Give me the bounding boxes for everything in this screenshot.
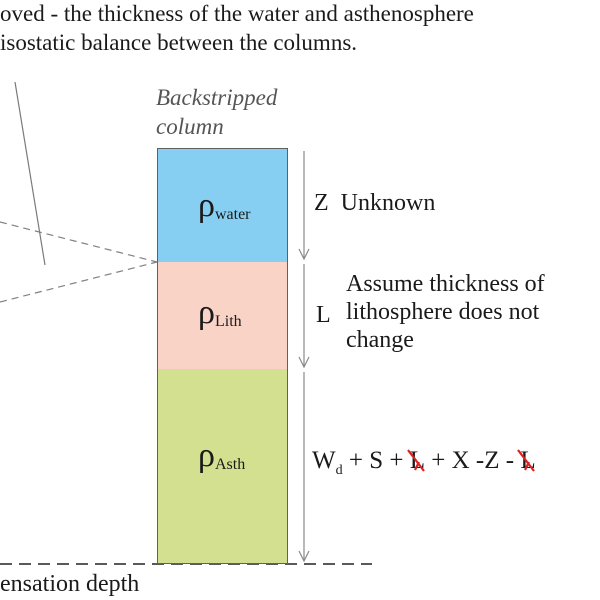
l-note-line-3: change <box>346 327 414 353</box>
strike-mark-icon <box>517 449 536 472</box>
intro-text-line-1: oved - the thickness of the water and as… <box>0 1 474 26</box>
rho-subscript: Asth <box>214 456 246 473</box>
water-density-label: ρwater <box>198 187 251 225</box>
z-label: Z Unknown <box>314 191 435 215</box>
asthenosphere-formula: Wd + S + L + X -Z - L <box>312 447 536 478</box>
water-layer: ρwater <box>157 148 288 263</box>
struck-l-2: L <box>517 447 536 475</box>
formula-part-2: + X -Z - <box>425 447 521 474</box>
lithosphere-layer: ρLith <box>157 262 288 370</box>
dashed-projection-lower <box>0 261 158 303</box>
l-note-line-2: lithosphere does not <box>346 299 540 325</box>
rho-symbol: ρ <box>198 187 215 224</box>
l-symbol: L <box>316 302 331 328</box>
z-note: Unknown <box>340 190 436 216</box>
asthenosphere-layer: ρAsth <box>157 369 288 564</box>
l-note-line-1: Assume thickness of <box>346 271 545 297</box>
rho-subscript: water <box>214 206 251 223</box>
l-note: Assume thickness of lithosphere does not… <box>346 270 545 354</box>
struck-l-1: L <box>406 447 425 475</box>
l-thickness-arrow <box>298 264 310 369</box>
asth-thickness-arrow <box>298 372 310 563</box>
intro-text-line-2: isostatic balance between the columns. <box>0 30 358 55</box>
rho-subscript: Lith <box>214 313 242 330</box>
compensation-depth-label: ensation depth <box>0 571 140 597</box>
rho-symbol: ρ <box>198 294 215 331</box>
formula-w-subscript: d <box>335 463 343 478</box>
z-thickness-arrow <box>298 151 310 261</box>
z-symbol: Z <box>314 190 329 216</box>
column-heading-line-1: Backstripped <box>156 85 278 110</box>
rho-symbol: ρ <box>198 437 215 474</box>
dashed-projection-upper <box>0 221 158 263</box>
lith-density-label: ρLith <box>198 294 242 332</box>
strike-mark-icon <box>406 449 425 472</box>
formula-w: W <box>312 447 336 474</box>
formula-part-1: + S + <box>342 447 410 474</box>
column-heading-line-2: column <box>156 114 224 139</box>
left-reference-line <box>14 81 46 266</box>
asth-density-label: ρAsth <box>198 437 245 475</box>
